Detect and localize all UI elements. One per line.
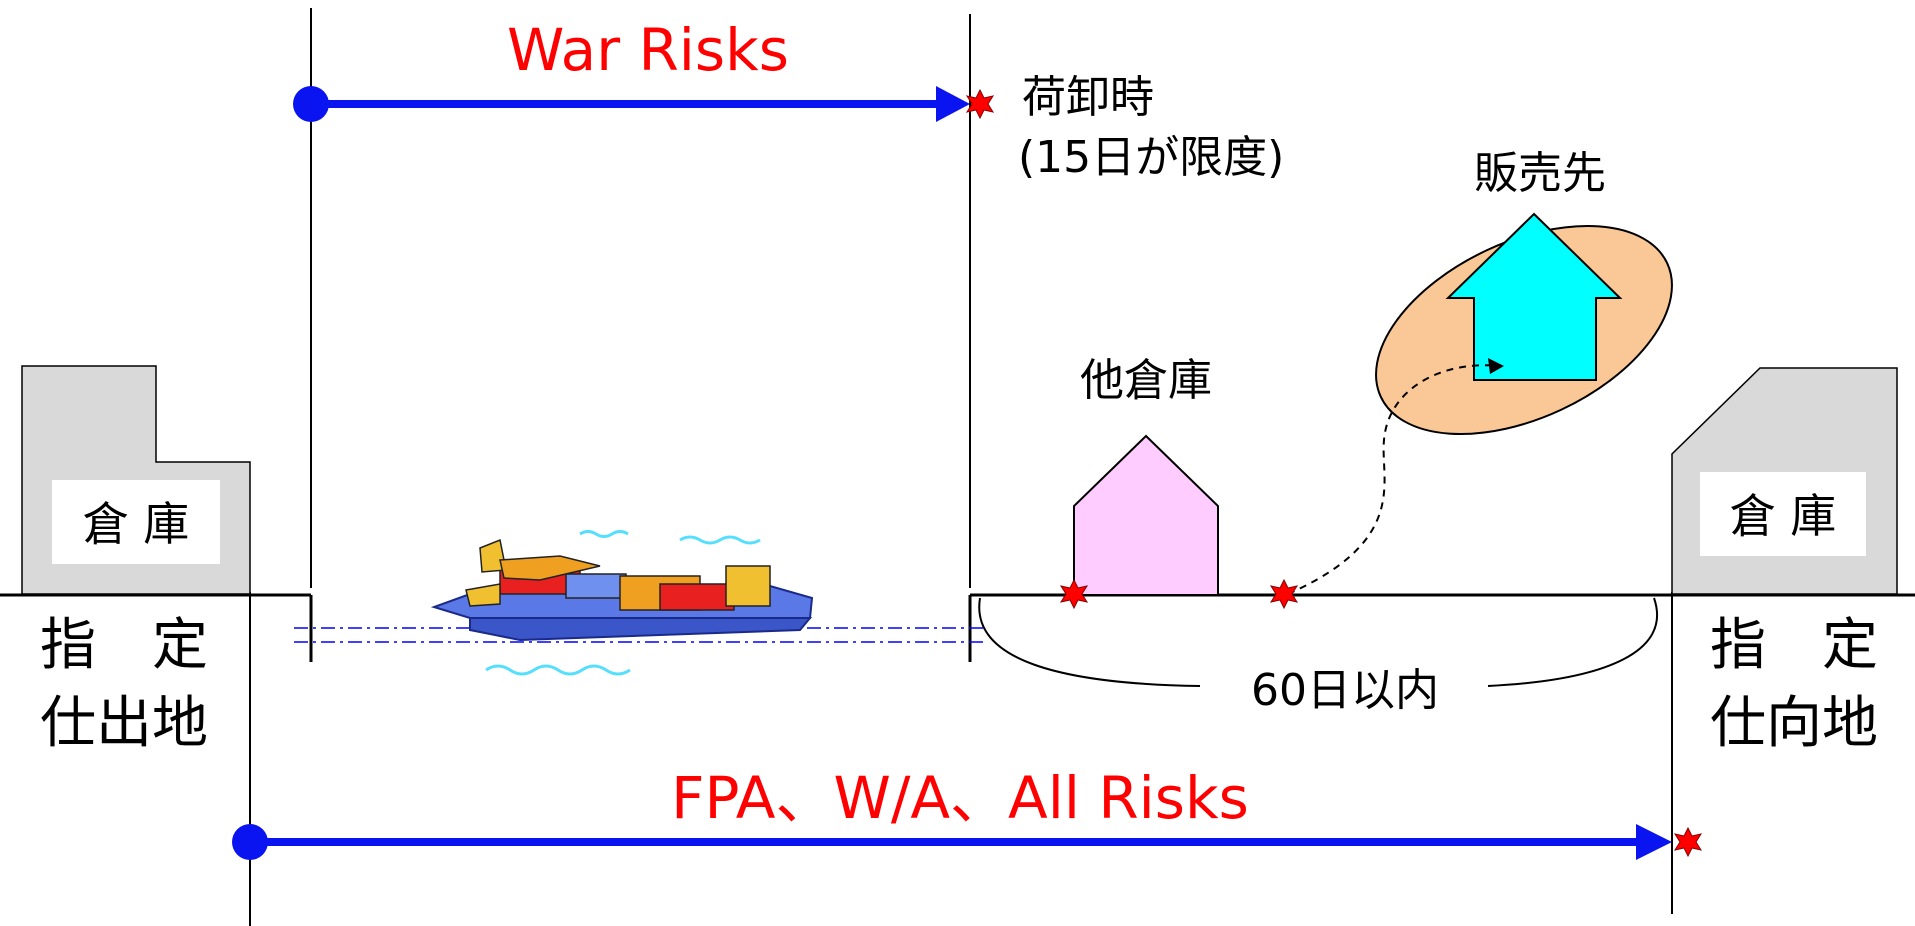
cargo-ship-icon xyxy=(430,530,814,676)
fpa-wa-all-risks-label: FPA、W/A、All Risks xyxy=(671,764,1249,832)
origin-label-line2: 仕出地 xyxy=(40,691,208,756)
route-to-customer-path xyxy=(1287,364,1501,595)
route-start-star-icon xyxy=(1269,578,1299,610)
war-risks-label: War Risks xyxy=(507,16,789,84)
route-arrowhead xyxy=(1488,358,1504,374)
dest-label-line2: 仕向地 xyxy=(1710,691,1878,756)
sixty-days-label: 60日以内 xyxy=(1251,665,1439,716)
left-warehouse: 倉 庫 xyxy=(21,365,251,595)
customer-house-icon xyxy=(1445,212,1623,381)
unloading-label-line2: (15日が限度) xyxy=(1018,132,1284,183)
other-warehouse-star-icon xyxy=(1059,578,1089,610)
other-warehouse-label: 他倉庫 xyxy=(1080,355,1212,406)
destination-star-icon xyxy=(1673,826,1703,858)
dest-label-line1: 指 定 xyxy=(1710,613,1878,678)
fpa-wa-all-risks-arrow xyxy=(232,824,1672,860)
unloading-label-line1: 荷卸時 xyxy=(1022,72,1154,123)
unloading-star-icon xyxy=(965,88,995,120)
sixty-days-brace xyxy=(978,597,1659,687)
right-warehouse: 倉 庫 xyxy=(1671,367,1898,595)
customer-label: 販売先 xyxy=(1474,148,1606,199)
war-risks-arrow xyxy=(293,86,970,122)
left-warehouse-label: 倉 庫 xyxy=(83,497,190,551)
other-warehouse-house-icon xyxy=(1073,434,1219,596)
ground-lines xyxy=(0,593,1915,662)
right-warehouse-label: 倉 庫 xyxy=(1730,489,1837,543)
origin-label-line1: 指 定 xyxy=(40,613,208,678)
